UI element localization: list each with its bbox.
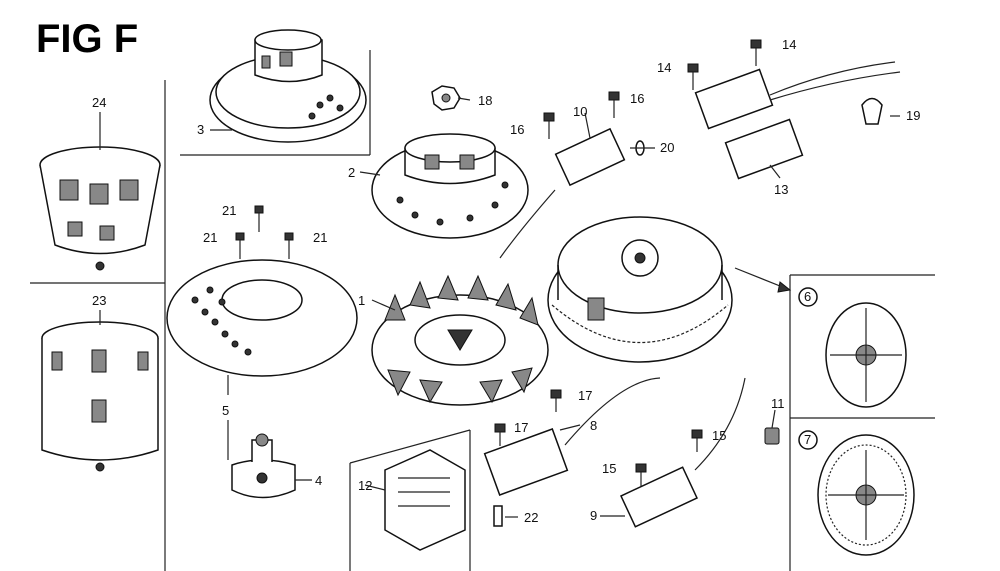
callout-23: 23 [92,293,106,308]
callout-13: 13 [774,182,788,197]
callout-14-right: 14 [782,37,796,52]
part-6-disc [798,287,907,408]
callout-12: 12 [358,478,372,493]
panel-borders [30,50,935,571]
callout-3: 3 [197,122,204,137]
bolts [235,39,762,486]
part-8-coil [483,377,661,496]
callout-19: 19 [906,108,920,123]
part-9-coil [620,377,746,528]
callout-2: 2 [348,165,355,180]
part-12-rectifier [384,449,466,551]
part-18-nut [431,85,461,111]
part-5-fan-cover [166,259,358,377]
callout-17-right: 17 [578,388,592,403]
callout-18: 18 [478,93,492,108]
callout-22: 22 [524,510,538,525]
part-4-base-bracket [231,433,296,499]
callout-24: 24 [92,95,106,110]
callout-21-left: 21 [203,230,217,245]
callout-10: 10 [573,104,587,119]
callout-16-right: 16 [630,91,644,106]
part-22-pin [493,505,503,527]
callout-9: 9 [590,508,597,523]
callout-21-right: 21 [313,230,327,245]
callout-4: 4 [315,473,322,488]
part-13-charge-coil [694,61,901,180]
callout-5: 5 [222,403,229,418]
part-2-cooling-plate [371,133,529,239]
part-1-cooling-fan [371,274,549,406]
callout-6: 6 [804,289,811,304]
figure-title: FIG F [36,17,138,61]
callout-16-left: 16 [510,122,524,137]
callout-labels: 24 23 3 2 18 21 21 21 5 4 1 12 10 16 16 … [92,37,920,525]
callout-15-left: 15 [602,461,616,476]
callout-7: 7 [804,432,811,447]
callout-20: 20 [660,140,674,155]
part-7-disc [798,430,915,556]
callout-1: 1 [358,293,365,308]
part-10-ignition-coil [499,127,626,259]
part-3-starter-pulley [209,29,367,143]
part-19-clamp [861,97,883,125]
leader-lines [99,97,900,518]
callout-17-left: 17 [514,420,528,435]
callout-15-right: 15 [712,428,726,443]
part-11-clip [764,427,780,445]
part-23-cylinder-cup [41,321,159,472]
callout-14-left: 14 [657,60,671,75]
flywheel [547,216,733,363]
part-24-starter-cup [39,146,161,271]
callout-11: 11 [771,396,785,411]
callout-21-top: 21 [222,203,236,218]
callout-8: 8 [590,418,597,433]
